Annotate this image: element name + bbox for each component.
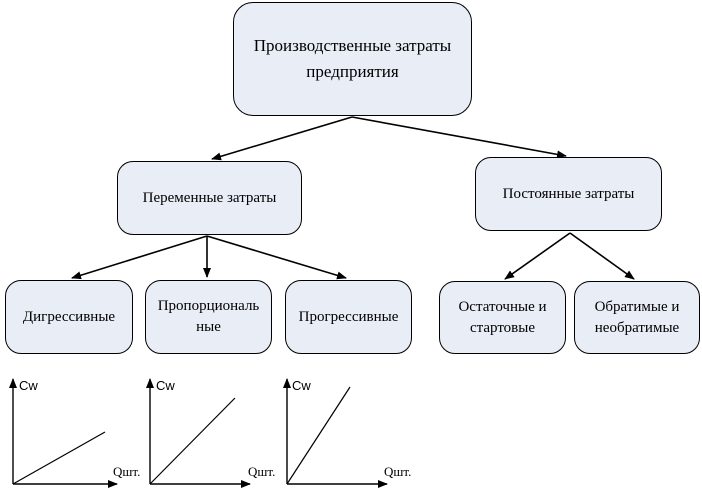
edge-variable-degressive: [71, 235, 208, 280]
node-reversible: Обратимые и необратимые: [574, 281, 700, 354]
node-degressive-label: Дигрессивные: [22, 308, 116, 325]
graph2-y-label: Cw: [156, 378, 175, 393]
edge-root-variable: [211, 116, 353, 161]
node-residual-startup: Остаточные и стартовые: [439, 281, 566, 354]
graph2-cost-line: [149, 397, 236, 485]
node-production-costs: Производственные затраты предприятия: [233, 2, 472, 116]
graph2-x-label: Qшт.: [248, 464, 276, 479]
graph-proportional: [146, 378, 251, 488]
node-variable-costs-label: Переменные затраты: [142, 189, 277, 206]
graph3-cost-line: [286, 386, 351, 485]
edge-variable-progressive: [206, 235, 347, 280]
node-proportional-label: Пропорциональ ные: [157, 298, 260, 335]
edge-fixed-residual: [504, 232, 571, 280]
node-variable-costs: Переменные затраты: [117, 161, 302, 235]
edge-fixed-reversible: [569, 232, 635, 280]
node-production-costs-label: Производственные затраты предприятия: [253, 36, 452, 81]
edge-root-fixed: [351, 116, 567, 159]
graph-degressive: [9, 378, 118, 488]
graph3-y-label: Cw: [292, 378, 311, 393]
graph1-cost-line: [12, 431, 106, 485]
node-proportional: Пропорциональ ные: [145, 280, 272, 354]
node-progressive: Прогрессивные: [285, 280, 412, 354]
node-fixed-costs: Постоянные затраты: [475, 157, 662, 231]
node-reversible-label: Обратимые и необратимые: [594, 298, 680, 336]
node-progressive-label: Прогрессивные: [298, 308, 399, 325]
graph-progressive: [283, 378, 388, 488]
graph1-y-label: Cw: [19, 378, 38, 393]
node-residual-startup-label: Остаточные и стартовые: [458, 298, 547, 336]
graph1-x-label: Qшт.: [113, 464, 141, 479]
graph3-x-label: Qшт.: [384, 464, 412, 479]
node-degressive: Дигрессивные: [5, 280, 133, 354]
node-fixed-costs-label: Постоянные затраты: [502, 185, 635, 202]
